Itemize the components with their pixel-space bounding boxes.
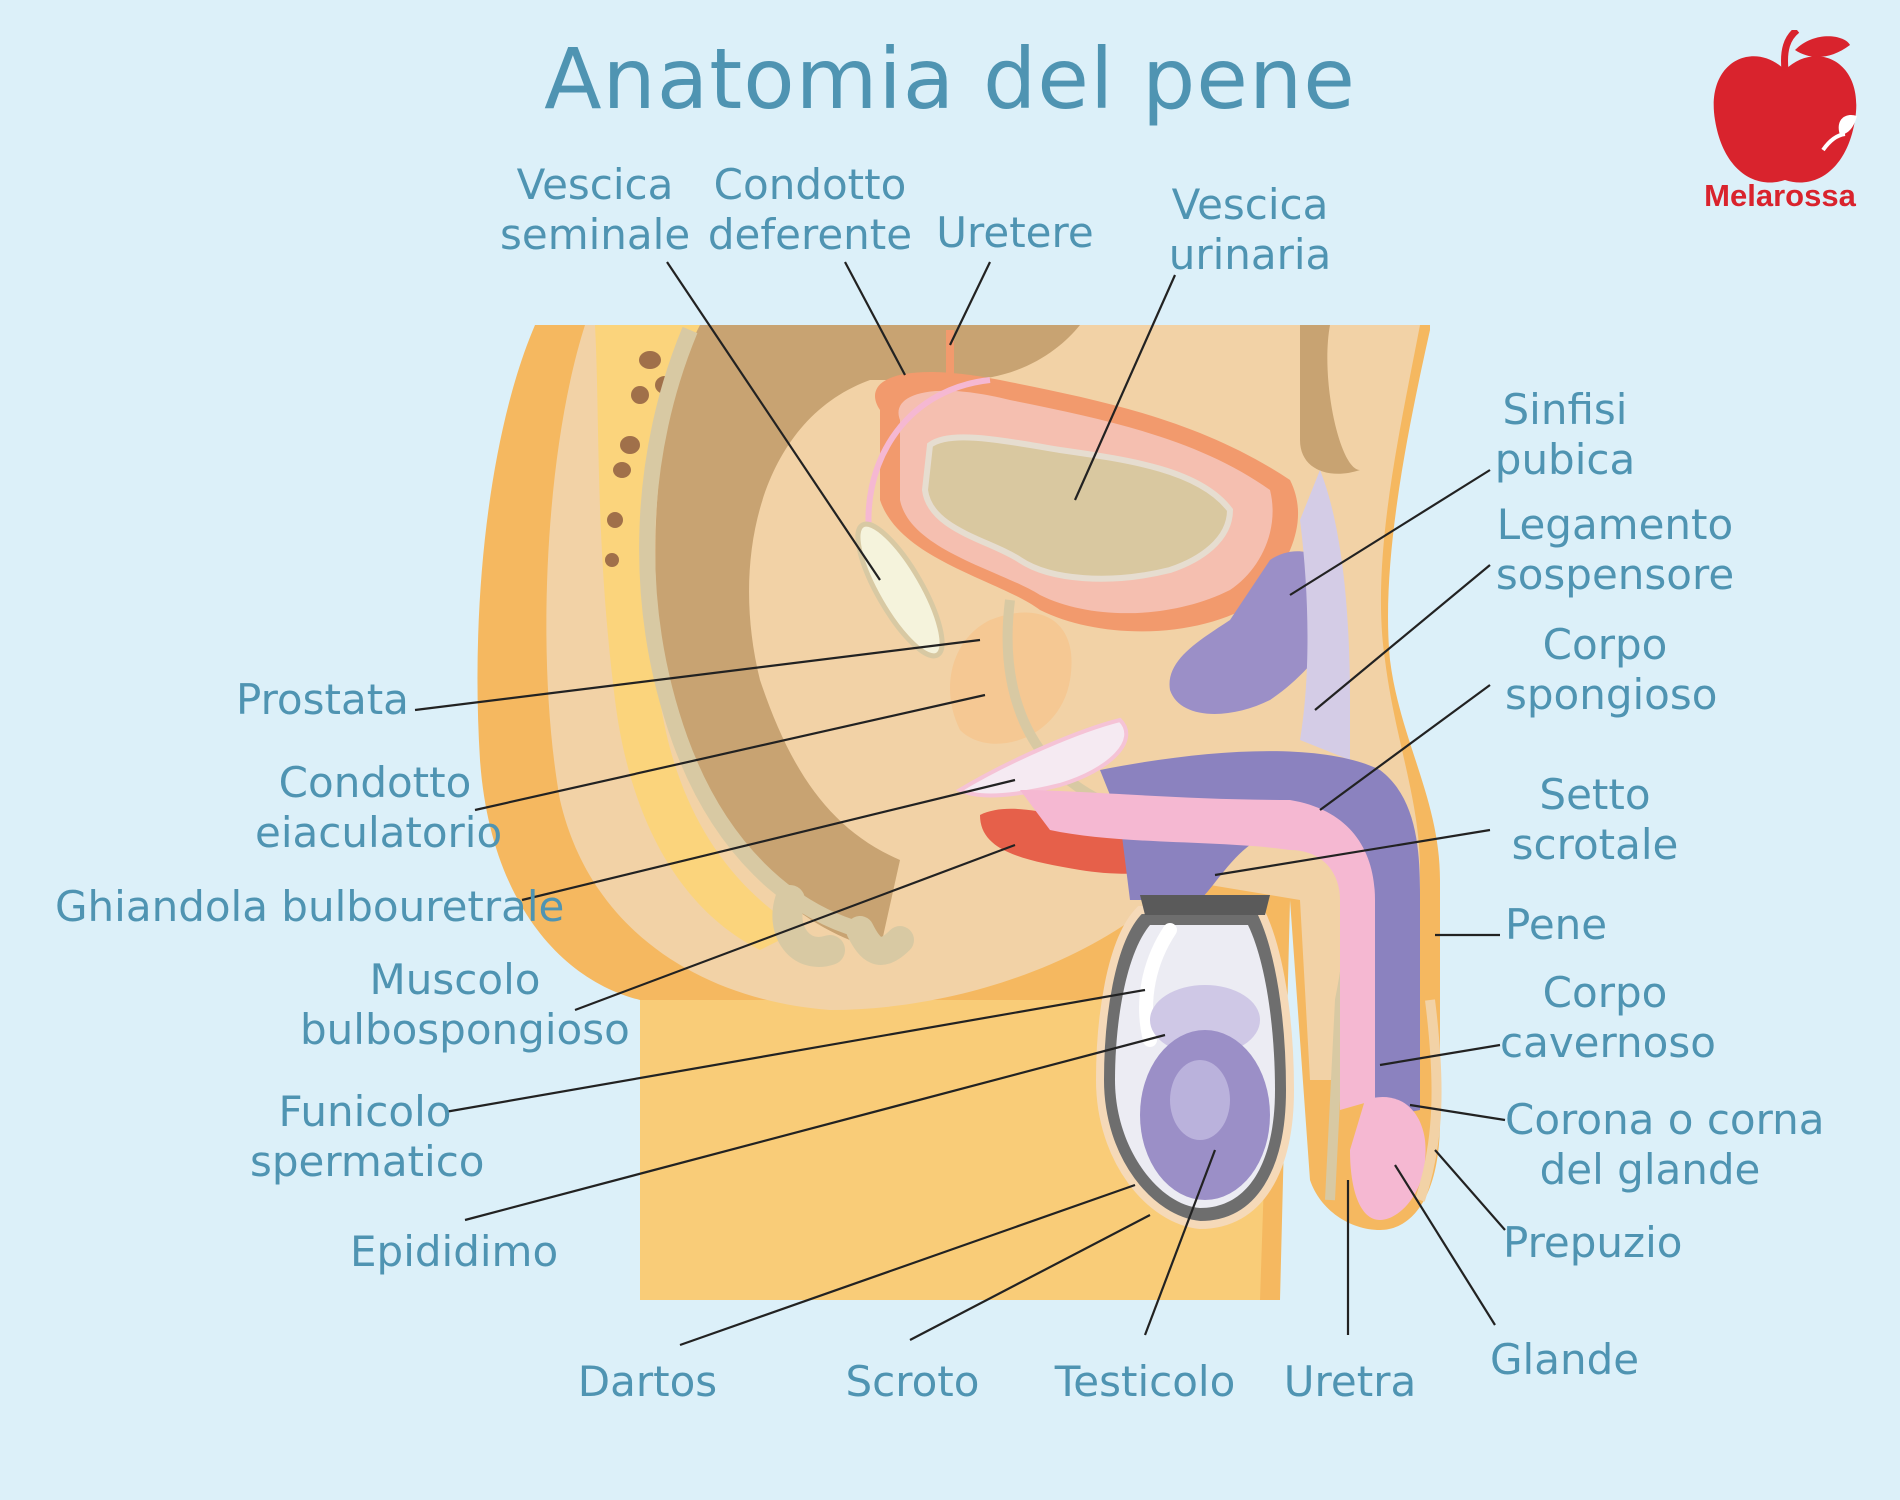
- spermatic-cord: [1139, 923, 1177, 1047]
- suspensory-ligament: [1300, 470, 1350, 760]
- label-legamento-sospensore: Legamento sospensore: [1495, 500, 1735, 599]
- label-prepuzio: Prepuzio: [1503, 1218, 1683, 1267]
- red-apple-logo: [1713, 30, 1857, 183]
- label-uretra: Uretra: [1283, 1357, 1417, 1406]
- label-setto-scrotale: Setto scrotale: [1511, 770, 1679, 869]
- glans: [1350, 1096, 1426, 1220]
- label-funicolo-spermatico: Funicolo spermatico: [250, 1087, 485, 1186]
- label-condotto-deferente: Condotto deferente: [707, 160, 913, 259]
- label-corpo-spongioso: Corpo spongioso: [1505, 620, 1718, 719]
- corpus-spongiosum: [1020, 790, 1375, 1110]
- label-scroto: Scroto: [845, 1357, 980, 1406]
- leader-lines: [414, 261, 1506, 1347]
- label-vescica-urinaria: Vescica urinaria: [1168, 180, 1332, 279]
- label-sinfisi-pubica: Sinfisi pubica: [1494, 385, 1636, 484]
- pubic-symphysis: [1169, 551, 1340, 714]
- vas-deferens: [865, 377, 991, 541]
- label-uretere: Uretere: [936, 208, 1094, 257]
- label-dartos: Dartos: [577, 1357, 718, 1406]
- corpus-cavernosum: [1100, 751, 1420, 1120]
- vertebrae: [605, 351, 675, 567]
- label-condotto-eiaculatorio: Condotto eiaculatorio: [255, 758, 503, 857]
- label-glande: Glande: [1490, 1335, 1640, 1384]
- rectum-tail: [772, 885, 845, 967]
- seminal-vesicle: [855, 521, 945, 659]
- label-prostata: Prostata: [236, 675, 409, 724]
- label-pene: Pene: [1505, 900, 1608, 949]
- prepuce: [1415, 999, 1442, 1202]
- label-ghiandola-bulbouretrale: Ghiandola bulbouretrale: [55, 882, 565, 931]
- epididymis: [1150, 985, 1260, 1055]
- label-epididimo: Epididimo: [350, 1227, 559, 1276]
- page-title: Anatomia del pene: [544, 30, 1356, 128]
- rectum: [655, 325, 1080, 950]
- label-corpo-cavernoso: Corpo cavernoso: [1500, 968, 1716, 1067]
- bladder-interior: [921, 434, 1234, 582]
- label-muscolo-bulbospongioso: Muscolo bulbospongioso: [300, 955, 630, 1054]
- label-testicolo: Testicolo: [1054, 1357, 1236, 1406]
- pubic-bone-top: [1300, 325, 1360, 474]
- label-corona-glande: Corona o corna del glande: [1505, 1095, 1825, 1194]
- label-vescica-seminale: Vescica seminale: [500, 160, 691, 259]
- bulbourethral-gland: [955, 717, 1129, 798]
- scrotal-septum-base: [1140, 895, 1270, 915]
- brand-name: Melarossa: [1704, 178, 1856, 213]
